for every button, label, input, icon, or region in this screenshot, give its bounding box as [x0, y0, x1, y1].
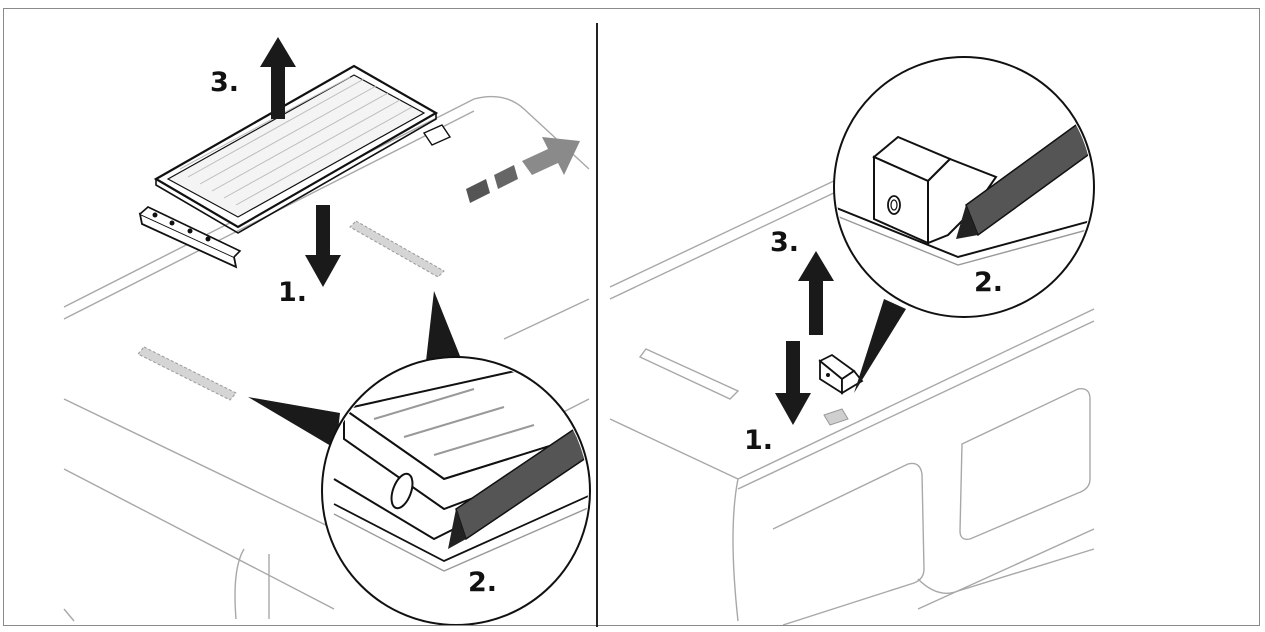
arrow-up-icon: [260, 37, 296, 119]
device-top-edge-back: [63, 95, 590, 308]
device-front-edge: [609, 418, 739, 480]
zoom-detail-right: [833, 56, 1095, 318]
filter-slot-back: [349, 220, 445, 278]
arrow-up-icon: [798, 251, 834, 335]
filter-slot-front: [137, 346, 237, 401]
callout-pointer-top: [426, 291, 462, 361]
device-front-edge: [63, 398, 335, 530]
filter-tab: [422, 124, 452, 146]
filter-latch-block: [818, 353, 864, 395]
left-panel: 3. 1. 2.: [4, 9, 596, 625]
step-1-label: 1.: [278, 277, 307, 308]
callout-pointer-left: [248, 397, 340, 449]
step-1-label: 1.: [744, 425, 773, 456]
device-corner-curve: [234, 548, 245, 620]
step-2-label: 2.: [468, 567, 497, 598]
panel-divider: [596, 23, 598, 627]
filter-frame-edge: [155, 113, 437, 234]
slot-outline: [638, 348, 740, 400]
device-bottom-mark: [63, 608, 75, 622]
slide-arrow-icon: [466, 137, 580, 203]
latch-slot: [823, 408, 849, 426]
filter-clip-bar: [138, 206, 242, 269]
left-illustration: 3. 1. 2.: [63, 37, 591, 625]
device-side-edge: [63, 468, 335, 610]
filter-mesh: [166, 74, 426, 218]
filter-cassette: [153, 64, 452, 234]
step-2-label: 2.: [974, 267, 1003, 298]
device-front-panel: [959, 388, 1091, 541]
device-top-edge-back: [609, 178, 839, 288]
device-corner-curve: [732, 478, 739, 622]
filter-slots: [137, 220, 445, 401]
callout-pointer: [854, 299, 906, 393]
arrow-down-icon: [775, 341, 811, 425]
right-panel: 3. 1. 2.: [598, 9, 1260, 625]
arrow-down-icon: [305, 205, 341, 287]
right-illustration: 3. 1. 2.: [609, 56, 1095, 625]
zoom-detail-left: [321, 356, 591, 625]
figure-frame: 3. 1. 2.: [3, 8, 1260, 627]
device-top-line-right: [503, 298, 590, 340]
step-3-label: 3.: [770, 227, 799, 258]
step-3-label: 3.: [210, 67, 239, 98]
